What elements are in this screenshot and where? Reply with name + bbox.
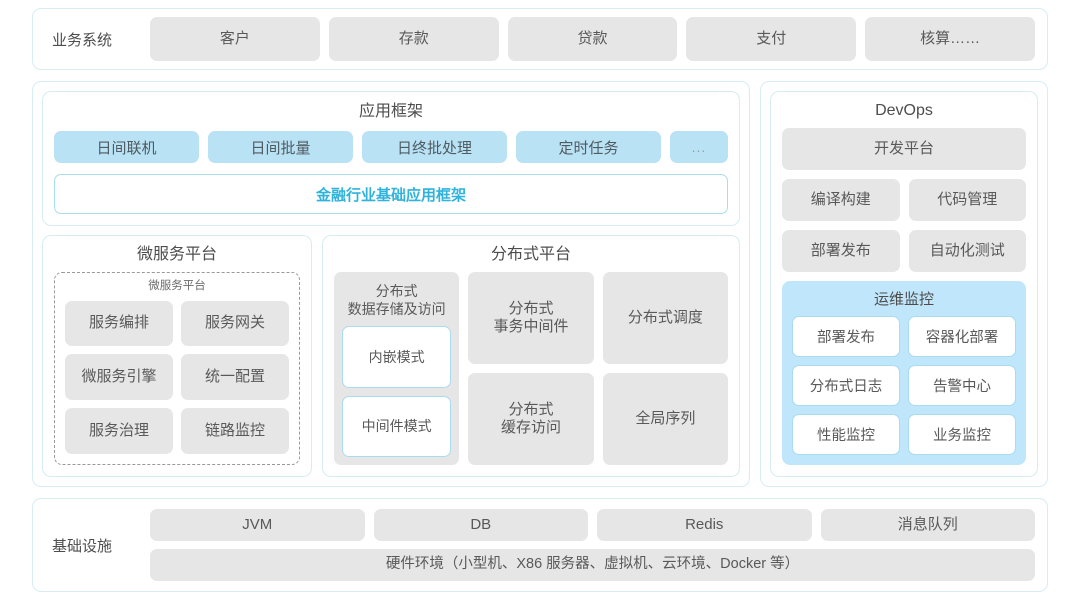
- distributed-tile-cache-access[interactable]: 分布式 缓存访问: [468, 373, 594, 465]
- infrastructure-label: 基础设施: [52, 537, 113, 555]
- infrastructure-hardware-row: 硬件环境（小型机、X86 服务器、虚拟机、云环境、Docker 等）: [150, 549, 1035, 581]
- distributed-column-storage: 分布式 数据存储及访问 内嵌模式 中间件模式: [334, 272, 460, 465]
- devops-tile-deploy-release[interactable]: 部署发布: [782, 230, 900, 272]
- business-system-tile-customer[interactable]: 客户: [150, 17, 320, 61]
- ops-tile-business-monitoring[interactable]: 业务监控: [908, 414, 1016, 455]
- devops-tile-code-management[interactable]: 代码管理: [908, 179, 1026, 221]
- distributed-tile-global-sequence[interactable]: 全局序列: [602, 373, 728, 465]
- operations-monitoring-panel: 运维监控 部署发布 容器化部署 分布式日志 告警中心 性能监控 业务监控: [782, 281, 1026, 465]
- ops-tile-performance-monitoring[interactable]: 性能监控: [792, 414, 900, 455]
- application-framework-panel: 应用框架 日间联机 日间批量 日终批处理 定时任务 ... 金融行业基础应用框架: [42, 91, 740, 226]
- devops-tile-grid: 编译构建 代码管理 部署发布 自动化测试: [782, 179, 1026, 272]
- devops-tile-dev-platform[interactable]: 开发平台: [782, 128, 1026, 170]
- microservice-tile-orchestration[interactable]: 服务编排: [65, 300, 173, 347]
- distributed-tile-scheduling[interactable]: 分布式调度: [602, 272, 728, 364]
- devops-outer-frame: DevOps 开发平台 编译构建 代码管理 部署发布 自动化测试 运维监控 部署…: [760, 81, 1048, 487]
- distributed-data-storage-title: 分布式 数据存储及访问: [347, 283, 446, 317]
- platform-band: 应用框架 日间联机 日间批量 日终批处理 定时任务 ... 金融行业基础应用框架…: [32, 81, 1048, 487]
- operations-monitoring-title: 运维监控: [873, 291, 934, 308]
- devops-platform-row: 开发平台: [782, 128, 1026, 170]
- app-framework-tile-more[interactable]: ...: [670, 131, 728, 163]
- platform-lower-row: 微服务平台 微服务平台 服务编排 服务网关 微服务引擎 统一配置 服务治理 链路…: [42, 235, 740, 477]
- app-framework-tile-scheduled-task[interactable]: 定时任务: [516, 131, 661, 163]
- app-framework-tile-daytime-online[interactable]: 日间联机: [54, 131, 199, 163]
- microservice-tile-gateway[interactable]: 服务网关: [181, 300, 289, 347]
- microservice-platform-panel: 微服务平台 微服务平台 服务编排 服务网关 微服务引擎 统一配置 服务治理 链路…: [42, 235, 312, 477]
- ops-tile-deploy-release[interactable]: 部署发布: [792, 316, 900, 357]
- infrastructure-tile-hardware-environment[interactable]: 硬件环境（小型机、X86 服务器、虚拟机、云环境、Docker 等）: [150, 549, 1035, 581]
- infrastructure-components-row: JVM DB Redis 消息队列: [150, 509, 1035, 541]
- platform-left-frame: 应用框架 日间联机 日间批量 日终批处理 定时任务 ... 金融行业基础应用框架…: [32, 81, 750, 487]
- microservice-tile-trace-monitoring[interactable]: 链路监控: [181, 408, 289, 454]
- operations-monitoring-grid: 部署发布 容器化部署 分布式日志 告警中心 性能监控 业务监控: [792, 316, 1016, 455]
- business-systems-row: 业务系统 客户 存款 贷款 支付 核算……: [32, 8, 1048, 70]
- distributed-column-scheduling: 分布式调度 全局序列: [602, 272, 728, 465]
- financial-base-framework-bar[interactable]: 金融行业基础应用框架: [54, 174, 728, 214]
- app-framework-tile-daytime-batch[interactable]: 日间批量: [208, 131, 353, 163]
- ops-tile-containerized-deploy[interactable]: 容器化部署: [908, 316, 1016, 357]
- microservice-tile-governance[interactable]: 服务治理: [65, 408, 173, 454]
- application-framework-tiles: 日间联机 日间批量 日终批处理 定时任务 ...: [54, 131, 728, 163]
- devops-panel: DevOps 开发平台 编译构建 代码管理 部署发布 自动化测试 运维监控 部署…: [770, 91, 1038, 477]
- microservice-dashed-group: 微服务平台 服务编排 服务网关 微服务引擎 统一配置 服务治理 链路监控: [54, 272, 300, 465]
- application-framework-title: 应用框架: [358, 103, 423, 120]
- business-system-tile-payment[interactable]: 支付: [686, 17, 857, 61]
- devops-tile-compile-build[interactable]: 编译构建: [782, 179, 900, 221]
- devops-tile-automated-testing[interactable]: 自动化测试: [908, 230, 1026, 272]
- business-systems-label: 业务系统: [52, 31, 113, 49]
- distributed-platform-panel: 分布式平台 分布式 数据存储及访问 内嵌模式 中间件模式 分布式 事务中间件 分…: [322, 235, 740, 477]
- distributed-mode-embedded[interactable]: 内嵌模式: [342, 326, 452, 388]
- microservice-tile-engine[interactable]: 微服务引擎: [65, 354, 173, 401]
- app-framework-tile-eod-batch[interactable]: 日终批处理: [362, 131, 507, 163]
- distributed-platform-title: 分布式平台: [490, 246, 571, 263]
- infrastructure-tile-message-queue[interactable]: 消息队列: [820, 509, 1035, 541]
- ops-tile-distributed-logging[interactable]: 分布式日志: [792, 365, 900, 406]
- microservice-tile-unified-config[interactable]: 统一配置: [181, 354, 289, 401]
- ops-tile-alert-center[interactable]: 告警中心: [908, 365, 1016, 406]
- distributed-data-storage-card[interactable]: 分布式 数据存储及访问 内嵌模式 中间件模式: [334, 272, 460, 465]
- distributed-mode-middleware[interactable]: 中间件模式: [342, 395, 452, 457]
- microservice-inner-title: 微服务平台: [148, 280, 206, 292]
- infrastructure-tile-redis[interactable]: Redis: [597, 509, 812, 541]
- distributed-platform-body: 分布式 数据存储及访问 内嵌模式 中间件模式 分布式 事务中间件 分布式 缓存访…: [334, 272, 728, 465]
- infrastructure-tile-db[interactable]: DB: [373, 509, 588, 541]
- distributed-column-middleware: 分布式 事务中间件 分布式 缓存访问: [468, 272, 594, 465]
- microservice-tile-grid: 服务编排 服务网关 微服务引擎 统一配置 服务治理 链路监控: [65, 300, 289, 455]
- infrastructure-tile-jvm[interactable]: JVM: [150, 509, 365, 541]
- business-system-tile-loan[interactable]: 贷款: [507, 17, 678, 61]
- distributed-tile-transaction-middleware[interactable]: 分布式 事务中间件: [468, 272, 594, 364]
- infrastructure-stack: JVM DB Redis 消息队列 硬件环境（小型机、X86 服务器、虚拟机、云…: [150, 509, 1035, 581]
- business-system-tile-accounting[interactable]: 核算……: [865, 17, 1035, 61]
- microservice-platform-title: 微服务平台: [136, 246, 217, 263]
- devops-title: DevOps: [875, 102, 933, 119]
- infrastructure-row: 基础设施 JVM DB Redis 消息队列 硬件环境（小型机、X86 服务器、…: [32, 498, 1048, 592]
- business-system-tile-deposit[interactable]: 存款: [328, 17, 499, 61]
